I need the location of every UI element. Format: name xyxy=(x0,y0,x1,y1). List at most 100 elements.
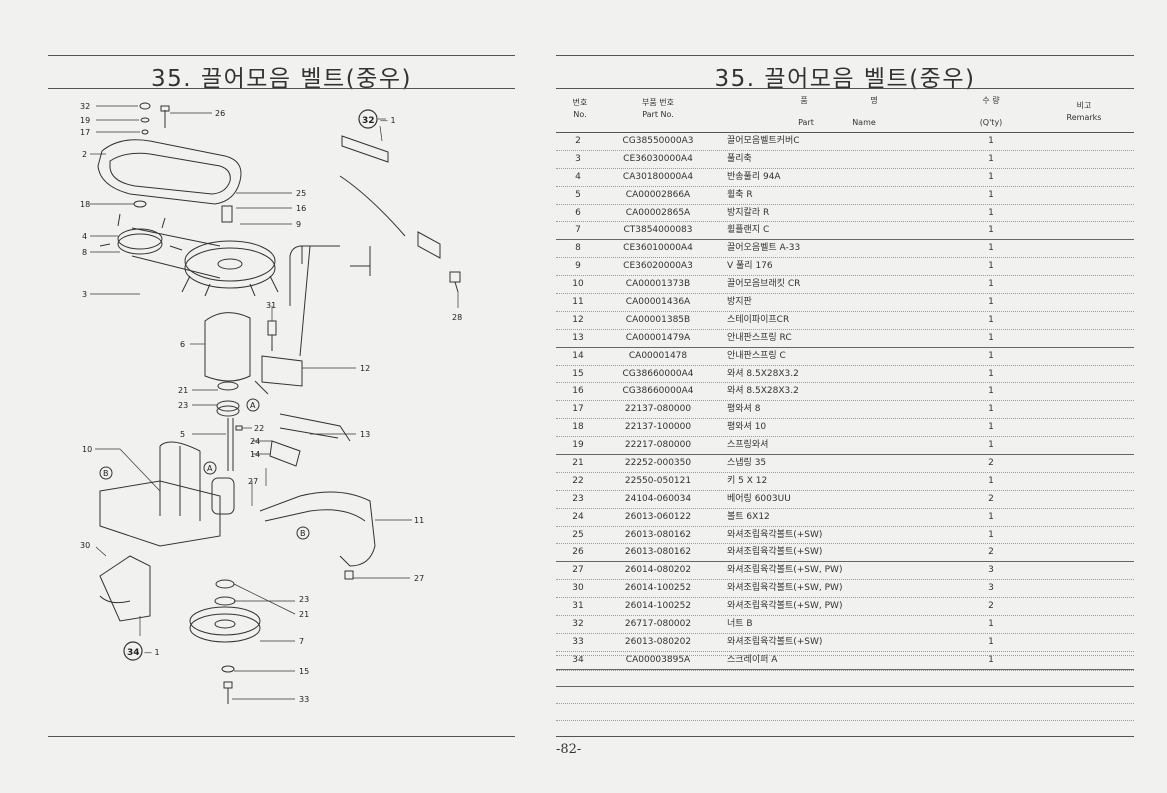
cell-qty: 1 xyxy=(988,207,994,218)
cell-part-no: 22137-080000 xyxy=(624,404,692,415)
cell-qty: 1 xyxy=(988,243,994,254)
cell-no: 9 xyxy=(575,261,581,272)
label-27a: 27 xyxy=(248,477,258,486)
cell-qty: 1 xyxy=(988,368,994,379)
cell-qty: 3 xyxy=(988,583,994,594)
label-8: 8 xyxy=(82,248,87,257)
cell-part-no: CE36010000A4 xyxy=(623,243,693,254)
cell-part-name: 휠플랜지 C xyxy=(727,225,770,236)
cell-part-no: CA00003895A xyxy=(625,654,691,665)
label-27b: 27 xyxy=(414,574,424,583)
header-qty-ko: 수 량 xyxy=(982,96,1000,105)
cell-qty: 2 xyxy=(988,601,994,612)
header-name-en-2: Name xyxy=(852,118,876,127)
ref-circle-34 xyxy=(123,641,143,661)
cell-no: 34 xyxy=(572,654,584,665)
cell-part-no: CE36020000A3 xyxy=(623,261,693,272)
blank-row xyxy=(556,720,1134,721)
ref-circle-b1 xyxy=(99,466,113,480)
cell-part-no: 26014-100252 xyxy=(624,583,692,594)
label-33: 33 xyxy=(299,695,309,704)
table-row: 6 CA00002865A 방지칼라 R 1 xyxy=(556,205,1134,223)
header-name-en-1: Part xyxy=(798,118,814,127)
cell-part-no: CA00002865A xyxy=(625,207,691,218)
cell-no: 11 xyxy=(572,297,584,308)
header-name-ko-1: 품 xyxy=(800,96,808,105)
ref-label-32: 32 xyxy=(362,116,375,126)
cell-qty: 2 xyxy=(988,547,994,558)
cell-no: 21 xyxy=(572,458,584,469)
page-title: 35. 끌어모음 벨트(중우) xyxy=(151,66,412,92)
label-19: 19 xyxy=(80,116,90,125)
label-28: 28 xyxy=(452,313,462,322)
cell-part-no: CA00001479A xyxy=(625,332,691,343)
table-row: 8 CE36010000A4 끌어오음벨트 A-33 1 xyxy=(556,240,1134,259)
cell-no: 6 xyxy=(575,207,581,218)
label-18: 18 xyxy=(80,200,90,209)
cell-part-no: CA00001373B xyxy=(625,279,691,290)
cell-part-name: 방지칼라 R xyxy=(727,207,770,218)
title-rule xyxy=(556,88,1134,89)
cell-part-no: 22252-000350 xyxy=(624,458,692,469)
cell-qty: 1 xyxy=(988,153,994,164)
cell-qty: 1 xyxy=(988,440,994,451)
cell-no: 3 xyxy=(575,153,581,164)
label-9: 9 xyxy=(296,220,301,229)
cell-qty: 3 xyxy=(988,565,994,576)
cell-part-no: 26013-080162 xyxy=(624,529,692,540)
cell-no: 13 xyxy=(572,332,584,343)
ref-label-a2: A xyxy=(207,464,213,473)
cell-part-name: 와셔 8.5X28X3.2 xyxy=(727,386,799,397)
title-rule xyxy=(48,88,515,89)
cell-part-name: 끌어오음벨트 A-33 xyxy=(727,243,801,254)
label-16: 16 xyxy=(296,204,306,213)
ref-circle-a2 xyxy=(203,461,217,475)
ref-label-a1: A xyxy=(250,401,256,410)
belt-cover-part xyxy=(97,139,242,205)
label-4: 4 xyxy=(82,232,87,241)
cell-part-no: 22217-080000 xyxy=(624,440,692,451)
cell-qty: 1 xyxy=(988,297,994,308)
cell-part-no: 26014-100252 xyxy=(624,601,692,612)
cell-no: 8 xyxy=(575,243,581,254)
cell-part-name: 끌어모음벨트커버C xyxy=(727,136,800,146)
cell-qty: 1 xyxy=(988,171,994,182)
label-6: 6 xyxy=(180,340,185,349)
cell-part-name: 안내판스프링 C xyxy=(727,350,786,361)
label-23a: 23 xyxy=(178,401,188,410)
cell-qty: 1 xyxy=(988,654,994,665)
cell-qty: 1 xyxy=(988,422,994,433)
ref-suffix-32: — 1 xyxy=(380,116,396,125)
ref-circle-b2 xyxy=(296,526,310,540)
cell-part-no: CA00001436A xyxy=(625,297,691,308)
top-rule xyxy=(556,55,1134,56)
header-name-ko-2: 명 xyxy=(870,96,878,105)
ref-label-b1: B xyxy=(103,469,109,478)
cell-part-name: 와셔조립육각볼트(+SW) xyxy=(727,547,823,558)
cell-no: 32 xyxy=(572,619,584,630)
label-23b: 23 xyxy=(299,595,309,604)
blank-row xyxy=(556,703,1134,704)
cell-part-name: 휠축 R xyxy=(727,189,753,200)
cell-part-no: 26014-080202 xyxy=(624,565,692,576)
cell-qty: 1 xyxy=(988,386,994,397)
cell-no: 22 xyxy=(572,475,584,486)
cell-no: 18 xyxy=(572,422,584,433)
cell-no: 14 xyxy=(572,350,584,361)
label-32: 32 xyxy=(80,102,90,111)
